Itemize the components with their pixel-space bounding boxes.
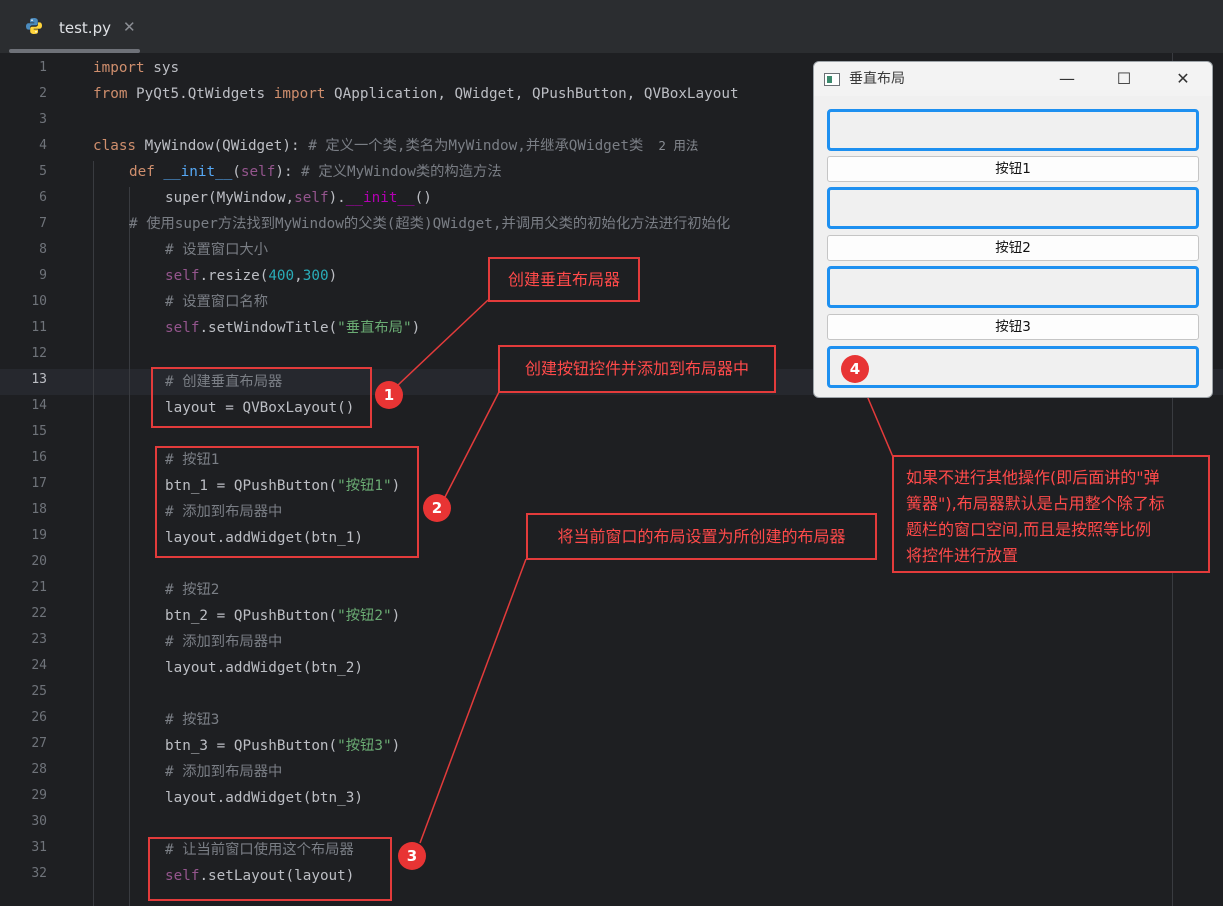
line-number: 11 <box>31 320 47 335</box>
code-line-21: # 按钮2 <box>165 582 220 598</box>
line-number: 26 <box>31 710 47 725</box>
line-number: 20 <box>31 554 47 569</box>
code-line-31: # 让当前窗口使用这个布局器 <box>165 842 354 858</box>
line-number: 1 <box>39 60 47 75</box>
code-line-2: from PyQt5.QtWidgets import QApplication… <box>93 86 739 102</box>
code-line-4: class MyWindow(QWidget): # 定义一个类,类名为MyWi… <box>93 138 699 154</box>
layout-space-highlight <box>827 187 1199 229</box>
layout-space-highlight <box>827 109 1199 151</box>
code-line-22: btn_2 = QPushButton("按钮2") <box>165 608 401 624</box>
code-line-19: layout.addWidget(btn_1) <box>165 530 363 546</box>
line-number: 13 <box>31 372 47 387</box>
qt-title-bar: 垂直布局 — ☐ ✕ <box>814 62 1212 96</box>
line-number: 17 <box>31 476 47 491</box>
highlight-box-set-layout <box>148 837 392 901</box>
code-line-7: # 使用super方法找到MyWindow的父类(超类)QWidget,并调用父… <box>129 216 731 232</box>
button-2[interactable]: 按钮2 <box>827 235 1199 261</box>
code-line-32: self.setLayout(layout) <box>165 868 355 884</box>
code-line-9: self.resize(400,300) <box>165 268 338 284</box>
layout-space-highlight <box>827 346 1199 388</box>
app-window-icon <box>824 73 840 86</box>
badge-3: 3 <box>398 842 426 870</box>
annotation-label-4-line: 将控件进行放置 <box>906 546 1019 565</box>
usage-hint: 2 用法 <box>643 138 699 153</box>
code-line-13: # 创建垂直布局器 <box>165 374 283 390</box>
tab-test-py[interactable]: test.py ✕ <box>9 0 140 53</box>
line-number: 31 <box>31 840 47 855</box>
code-line-16: # 按钮1 <box>165 452 220 468</box>
line-number: 2 <box>39 86 47 101</box>
connector-3 <box>419 558 527 844</box>
badge-4: 4 <box>841 355 869 383</box>
close-icon[interactable]: ✕ <box>1176 69 1190 88</box>
tab-label: test.py <box>59 19 111 37</box>
line-number: 29 <box>31 788 47 803</box>
annotation-label-4-line: 如果不进行其他操作(即后面讲的"弹 <box>906 468 1160 487</box>
button-3[interactable]: 按钮3 <box>827 314 1199 340</box>
line-number: 15 <box>31 424 47 439</box>
qt-window-preview: 垂直布局 — ☐ ✕ 按钮1 按钮2 按钮3 4 <box>813 61 1213 398</box>
line-number: 19 <box>31 528 47 543</box>
code-line-29: layout.addWidget(btn_3) <box>165 790 363 806</box>
code-line-23: # 添加到布局器中 <box>165 634 283 650</box>
line-number: 3 <box>39 112 47 127</box>
annotation-label-4-line: 簧器"),布局器默认是占用整个除了标 <box>906 494 1165 513</box>
active-tab-indicator <box>9 49 140 53</box>
line-number: 12 <box>31 346 47 361</box>
code-line-18: # 添加到布局器中 <box>165 504 283 520</box>
close-icon[interactable]: ✕ <box>123 18 136 36</box>
line-number: 6 <box>39 190 47 205</box>
line-number: 4 <box>39 138 47 153</box>
connector-2 <box>444 389 501 498</box>
indent-guide <box>129 187 130 906</box>
badge-1: 1 <box>375 381 403 409</box>
indent-guide <box>93 161 94 906</box>
line-number: 21 <box>31 580 47 595</box>
code-line-11: self.setWindowTitle("垂直布局") <box>165 320 421 336</box>
highlight-box-button1 <box>155 446 419 558</box>
layout-space-highlight <box>827 266 1199 308</box>
code-line-27: btn_3 = QPushButton("按钮3") <box>165 738 401 754</box>
line-number: 5 <box>39 164 47 179</box>
annotation-label-4-line: 题栏的窗口空间,而且是按照等比例 <box>906 520 1152 539</box>
button-1[interactable]: 按钮1 <box>827 156 1199 182</box>
line-number: 28 <box>31 762 47 777</box>
code-line-6: super(MyWindow,self).__init__() <box>165 190 432 206</box>
code-line-24: layout.addWidget(btn_2) <box>165 660 363 676</box>
line-number: 16 <box>31 450 47 465</box>
line-number: 24 <box>31 658 47 673</box>
annotation-label-2: 创建按钮控件并添加到布局器中 <box>498 345 776 393</box>
badge-2: 2 <box>423 494 451 522</box>
code-line-8: # 设置窗口大小 <box>165 242 268 258</box>
line-number: 14 <box>31 398 47 413</box>
annotation-label-1: 创建垂直布局器 <box>488 257 640 302</box>
code-line-5: def __init__(self): # 定义MyWindow类的构造方法 <box>129 164 502 180</box>
line-number: 27 <box>31 736 47 751</box>
highlight-box-create-layout <box>151 367 372 428</box>
line-number: 8 <box>39 242 47 257</box>
code-line-10: # 设置窗口名称 <box>165 294 268 310</box>
line-number: 10 <box>31 294 47 309</box>
line-number: 9 <box>39 268 47 283</box>
code-line-17: btn_1 = QPushButton("按钮1") <box>165 478 401 494</box>
annotation-label-4: 如果不进行其他操作(即后面讲的"弹 簧器"),布局器默认是占用整个除了标 题栏的… <box>892 455 1210 573</box>
code-line-14: layout = QVBoxLayout() <box>165 400 355 416</box>
code-line-28: # 添加到布局器中 <box>165 764 283 780</box>
minimize-icon[interactable]: — <box>1059 69 1075 88</box>
line-number: 7 <box>39 216 47 231</box>
maximize-icon[interactable]: ☐ <box>1116 69 1132 88</box>
python-icon <box>26 18 42 34</box>
code-line-1: import sys <box>93 60 180 76</box>
line-number: 18 <box>31 502 47 517</box>
line-number: 32 <box>31 866 47 881</box>
code-line-26: # 按钮3 <box>165 712 220 728</box>
connector-1 <box>397 299 489 386</box>
annotation-label-3: 将当前窗口的布局设置为所创建的布局器 <box>526 513 877 560</box>
line-number: 22 <box>31 606 47 621</box>
line-number: 25 <box>31 684 47 699</box>
line-number: 30 <box>31 814 47 829</box>
qt-window-title: 垂直布局 <box>849 71 905 87</box>
line-number: 23 <box>31 632 47 647</box>
